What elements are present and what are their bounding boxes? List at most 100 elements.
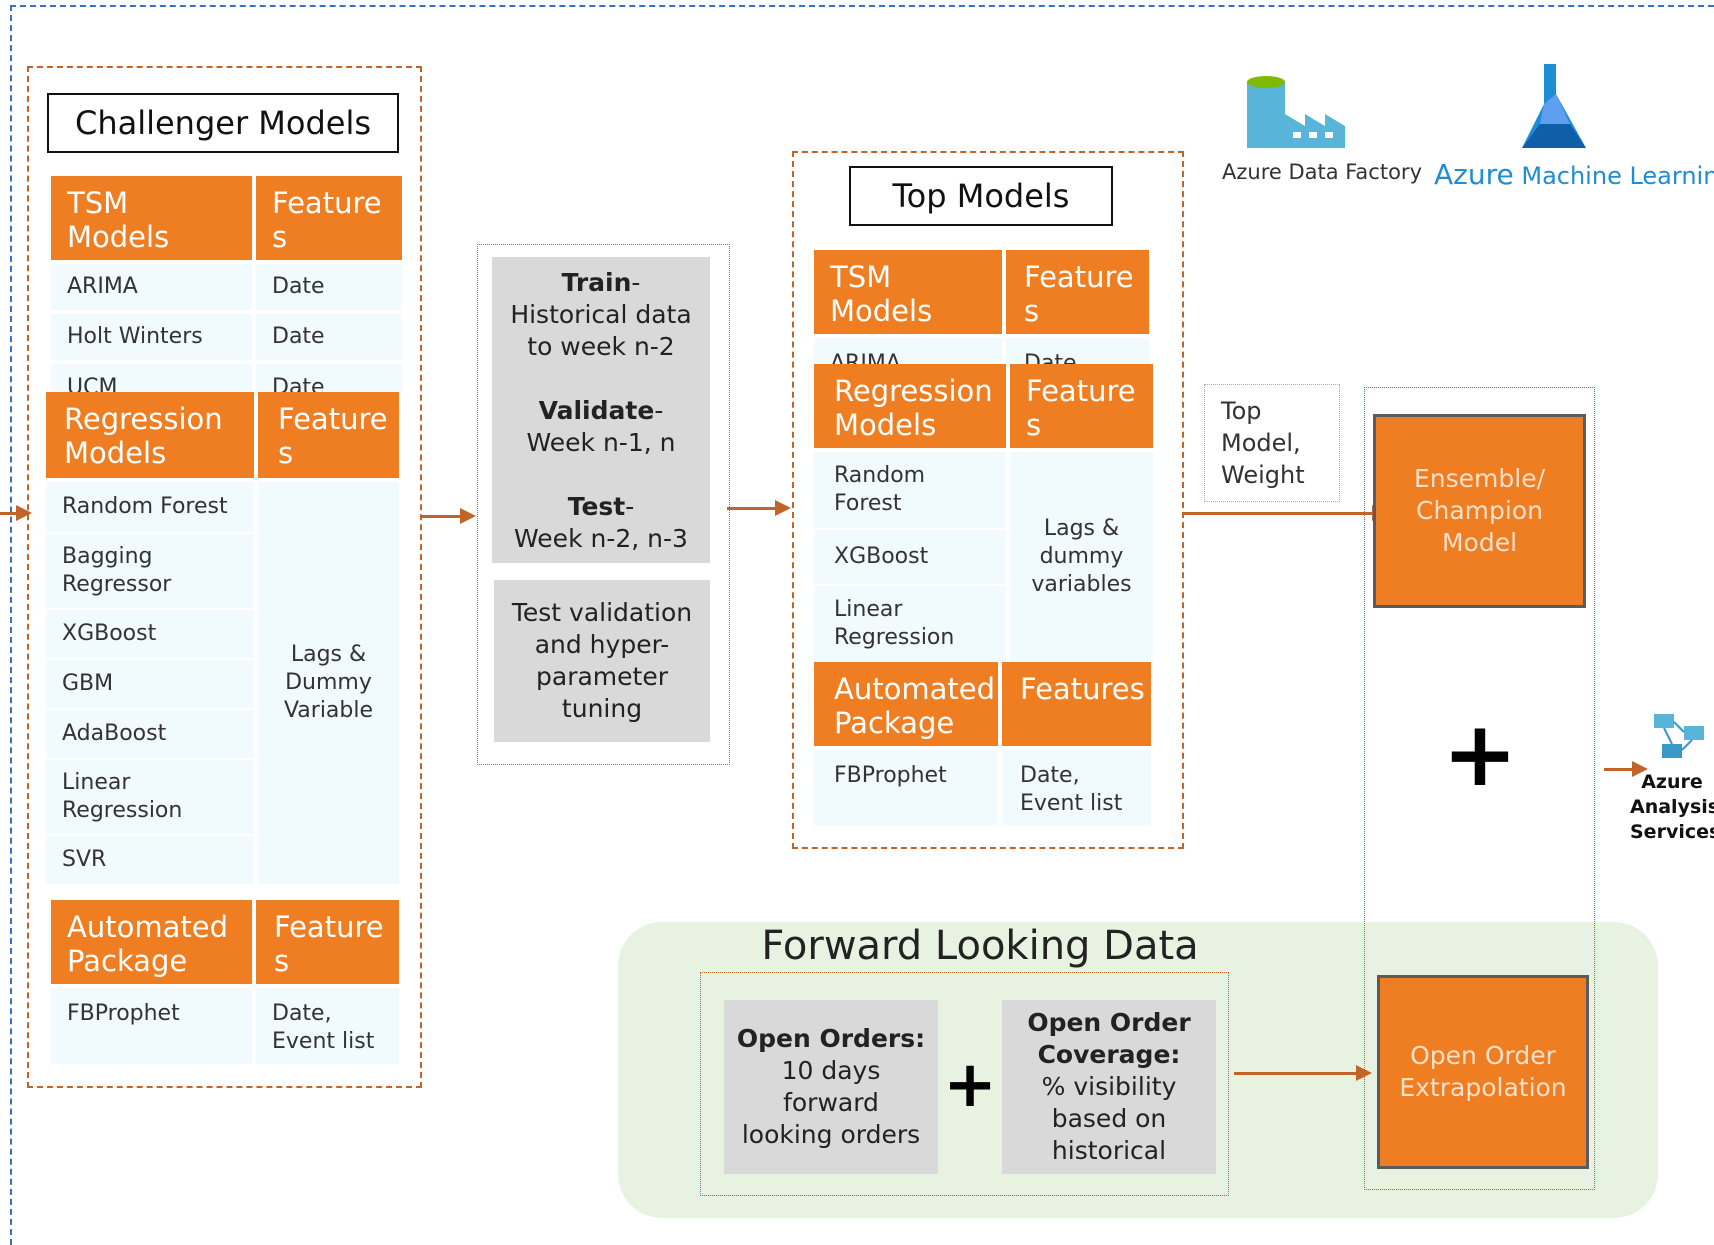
flask-icon	[1520, 64, 1588, 150]
factory-icon	[1245, 74, 1347, 150]
train-line: Train-	[492, 267, 710, 299]
open-orders-box: Open Orders: 10 days forward looking ord…	[724, 1000, 938, 1174]
coverage-box: Open Order Coverage: % visibility based …	[1002, 1000, 1216, 1174]
table-cell-model: FBProphet	[814, 750, 998, 826]
table-cell-model: Bagging Regressor	[46, 534, 254, 608]
coverage-label: Coverage:	[1037, 1040, 1181, 1069]
top-models-title: Top Models	[849, 166, 1113, 226]
table-cell-feature: Date	[256, 264, 402, 310]
validate-dash: -	[654, 396, 664, 425]
table-cell-model: Holt Winters	[51, 314, 252, 360]
header-line: Models	[64, 436, 167, 470]
ensemble-line: Ensemble/	[1413, 464, 1546, 493]
cell-line: Forest	[834, 491, 902, 516]
input-arrow-line	[0, 512, 18, 515]
table-cell-feature: Date	[1006, 338, 1149, 364]
solution-boundary	[10, 5, 1714, 1245]
label-line: Top	[1221, 397, 1262, 425]
tuning-line: and hyper-	[534, 630, 670, 659]
validate-line: Validate-	[492, 395, 710, 427]
train-desc-line: to week n-2	[527, 332, 675, 361]
coverage-label: Open Order	[1027, 1008, 1191, 1037]
header-line: s	[1024, 294, 1040, 328]
header-line: Regression	[834, 374, 993, 408]
header-line: Regression	[64, 402, 223, 436]
table-cell-model: XGBoost	[46, 610, 254, 658]
cell-line: Bagging	[62, 544, 153, 569]
label-line: Services	[1630, 821, 1714, 843]
ml-label-part1: Azure	[1434, 158, 1514, 191]
table-cell-model: GBM	[46, 660, 254, 708]
table-cell-model: ARIMA	[51, 264, 252, 310]
tuning-line: Test validation	[511, 598, 693, 627]
table-cell-model: Linear Regression	[46, 760, 254, 834]
table-cell-feature: Date	[256, 364, 402, 392]
challenger-models-panel	[27, 66, 422, 1088]
header-line: Package	[67, 944, 188, 978]
open-order-extrapolation-box: Open Order Extrapolation	[1377, 975, 1589, 1169]
extrapolation-line: Open Order	[1410, 1041, 1556, 1070]
coverage-line: % visibility	[1041, 1072, 1177, 1101]
machine-learning-label: Azure Machine Learning	[1434, 158, 1714, 192]
arrow-to-ensemble-line	[1184, 512, 1376, 515]
label-line: Azure	[1641, 771, 1703, 793]
ensemble-champion-box: Ensemble/ Champion Model	[1373, 414, 1586, 608]
cell-line: Dummy	[285, 670, 372, 695]
validate-desc-line: Week n-1, n	[526, 428, 676, 457]
table-cell-model: UCM	[51, 364, 252, 392]
cell-line: Date,	[1020, 763, 1080, 788]
header-line: Feature	[278, 402, 388, 436]
tuning-line: parameter	[536, 662, 668, 691]
cell-line: Event list	[272, 1029, 375, 1054]
forward-looking-title: Forward Looking Data	[761, 923, 1199, 969]
cell-text: UCM	[67, 375, 118, 392]
arrow-to-top-models-head	[775, 500, 791, 516]
top-models-panel	[792, 151, 1184, 849]
header-line: Models	[834, 408, 937, 442]
plus-icon: +	[1442, 702, 1518, 807]
open-orders-label: Open Orders:	[736, 1024, 926, 1053]
header-line: Package	[834, 706, 955, 740]
train-validate-test-box: Train- Historical data to week n-2 Valid…	[492, 257, 710, 563]
table-cell-feature: Date, Event list	[256, 988, 399, 1064]
top-tsm-features-header: Feature s	[1006, 250, 1149, 334]
table-cell-feature-merged: Lags & Dummy Variable	[258, 482, 399, 884]
coverage-line: historical	[1051, 1136, 1167, 1165]
arrow-to-process-head	[460, 508, 476, 524]
ensemble-panel	[1364, 387, 1595, 1190]
table-cell-model: ARIMA	[814, 338, 1002, 364]
ensemble-line: Champion	[1416, 496, 1543, 525]
header-line: Models	[830, 294, 933, 328]
cell-line: Lags &	[1043, 516, 1120, 541]
cell-line: Regression	[62, 798, 183, 823]
cell-line: Variable	[283, 698, 374, 723]
header-line: Feature	[274, 910, 384, 944]
header-line: Feature	[1024, 260, 1134, 294]
automated-features-header: Feature s	[256, 900, 399, 984]
header-line: Feature	[1026, 374, 1136, 408]
plus-icon: +	[943, 1048, 997, 1122]
train-desc-line: Historical data	[510, 300, 692, 329]
ml-label-part2: Machine Learning	[1513, 162, 1714, 190]
header-line: s	[1026, 408, 1042, 442]
header-line: Automated	[67, 910, 228, 944]
test-desc-line: Week n-2, n-3	[514, 524, 688, 553]
arrow-to-process-line	[422, 515, 462, 518]
table-cell-model: Random Forest	[46, 482, 254, 532]
cell-line: Lags &	[290, 642, 367, 667]
header-line: s	[272, 220, 288, 254]
table-cell-model: Linear Regression	[814, 586, 1006, 662]
data-factory-label: Azure Data Factory	[1222, 160, 1422, 184]
cell-line: Linear	[834, 597, 903, 622]
cube-network-icon	[1652, 712, 1708, 762]
cell-line: variables	[1031, 572, 1132, 597]
label-line: Weight	[1221, 461, 1305, 489]
label-line: Model,	[1221, 429, 1301, 457]
header-line: s	[278, 436, 294, 470]
arrow-to-extrapolation-line	[1234, 1072, 1358, 1075]
header-line: Feature	[272, 186, 382, 220]
cell-text: FBProphet	[67, 1001, 180, 1026]
cell-line: Linear	[62, 770, 131, 795]
train-label: Train	[561, 268, 632, 297]
label-line: Analysis	[1630, 796, 1714, 818]
